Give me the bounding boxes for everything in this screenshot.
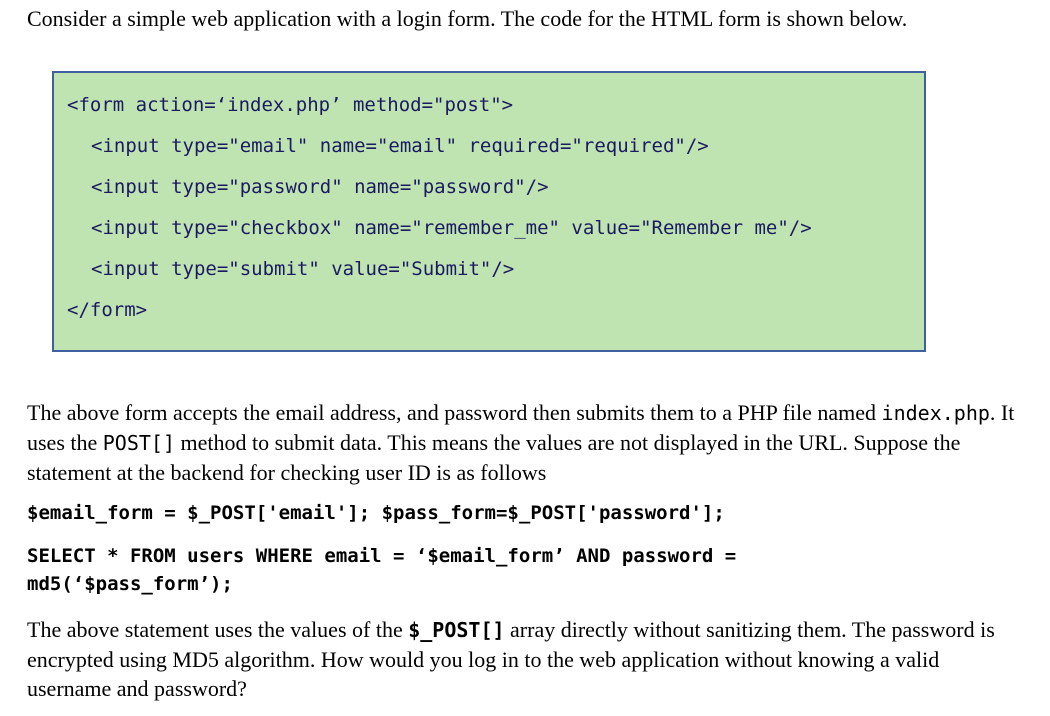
statement-sql-query-line2: md5(‘$pass_form’); [27, 573, 233, 595]
inline-code-post-array: $_POST[] [408, 618, 505, 642]
inline-code-post: POST[] [102, 431, 176, 455]
inline-code-index-php: index.php [881, 401, 990, 425]
code-line-form-close: </form> [67, 299, 148, 321]
code-line-submit-input: <input type="submit" value="Submit"/> [91, 258, 515, 280]
question-paragraph: The above statement uses the values of t… [27, 615, 1027, 703]
html-code-block: <form action=‘index.php’ method="post"> … [52, 71, 926, 352]
code-line-form-open: <form action=‘index.php’ method="post"> [67, 94, 514, 116]
code-line-email-input: <input type="email" name="email" require… [91, 135, 709, 157]
para1-text-1: The above form accepts the email address… [27, 400, 882, 425]
para2-text-1: The above statement uses the values of t… [27, 617, 409, 642]
para2-text-2: array directly without sanitizing them. … [27, 617, 995, 701]
code-line-password-input: <input type="password" name="password"/> [91, 176, 549, 198]
statement-sql-query-line1: SELECT * FROM users WHERE email = ‘$emai… [27, 545, 737, 567]
intro-paragraph: Consider a simple web application with a… [27, 6, 908, 31]
code-line-checkbox-input: <input type="checkbox" name="remember_me… [91, 217, 812, 239]
para1-text-2: . It uses the [27, 400, 1015, 455]
statement-post-assignment: $email_form = $_POST['email']; $pass_for… [27, 502, 725, 524]
form-description-paragraph: The above form accepts the email address… [27, 398, 1027, 487]
para1-text-3: method to submit data. This means the va… [27, 430, 961, 485]
